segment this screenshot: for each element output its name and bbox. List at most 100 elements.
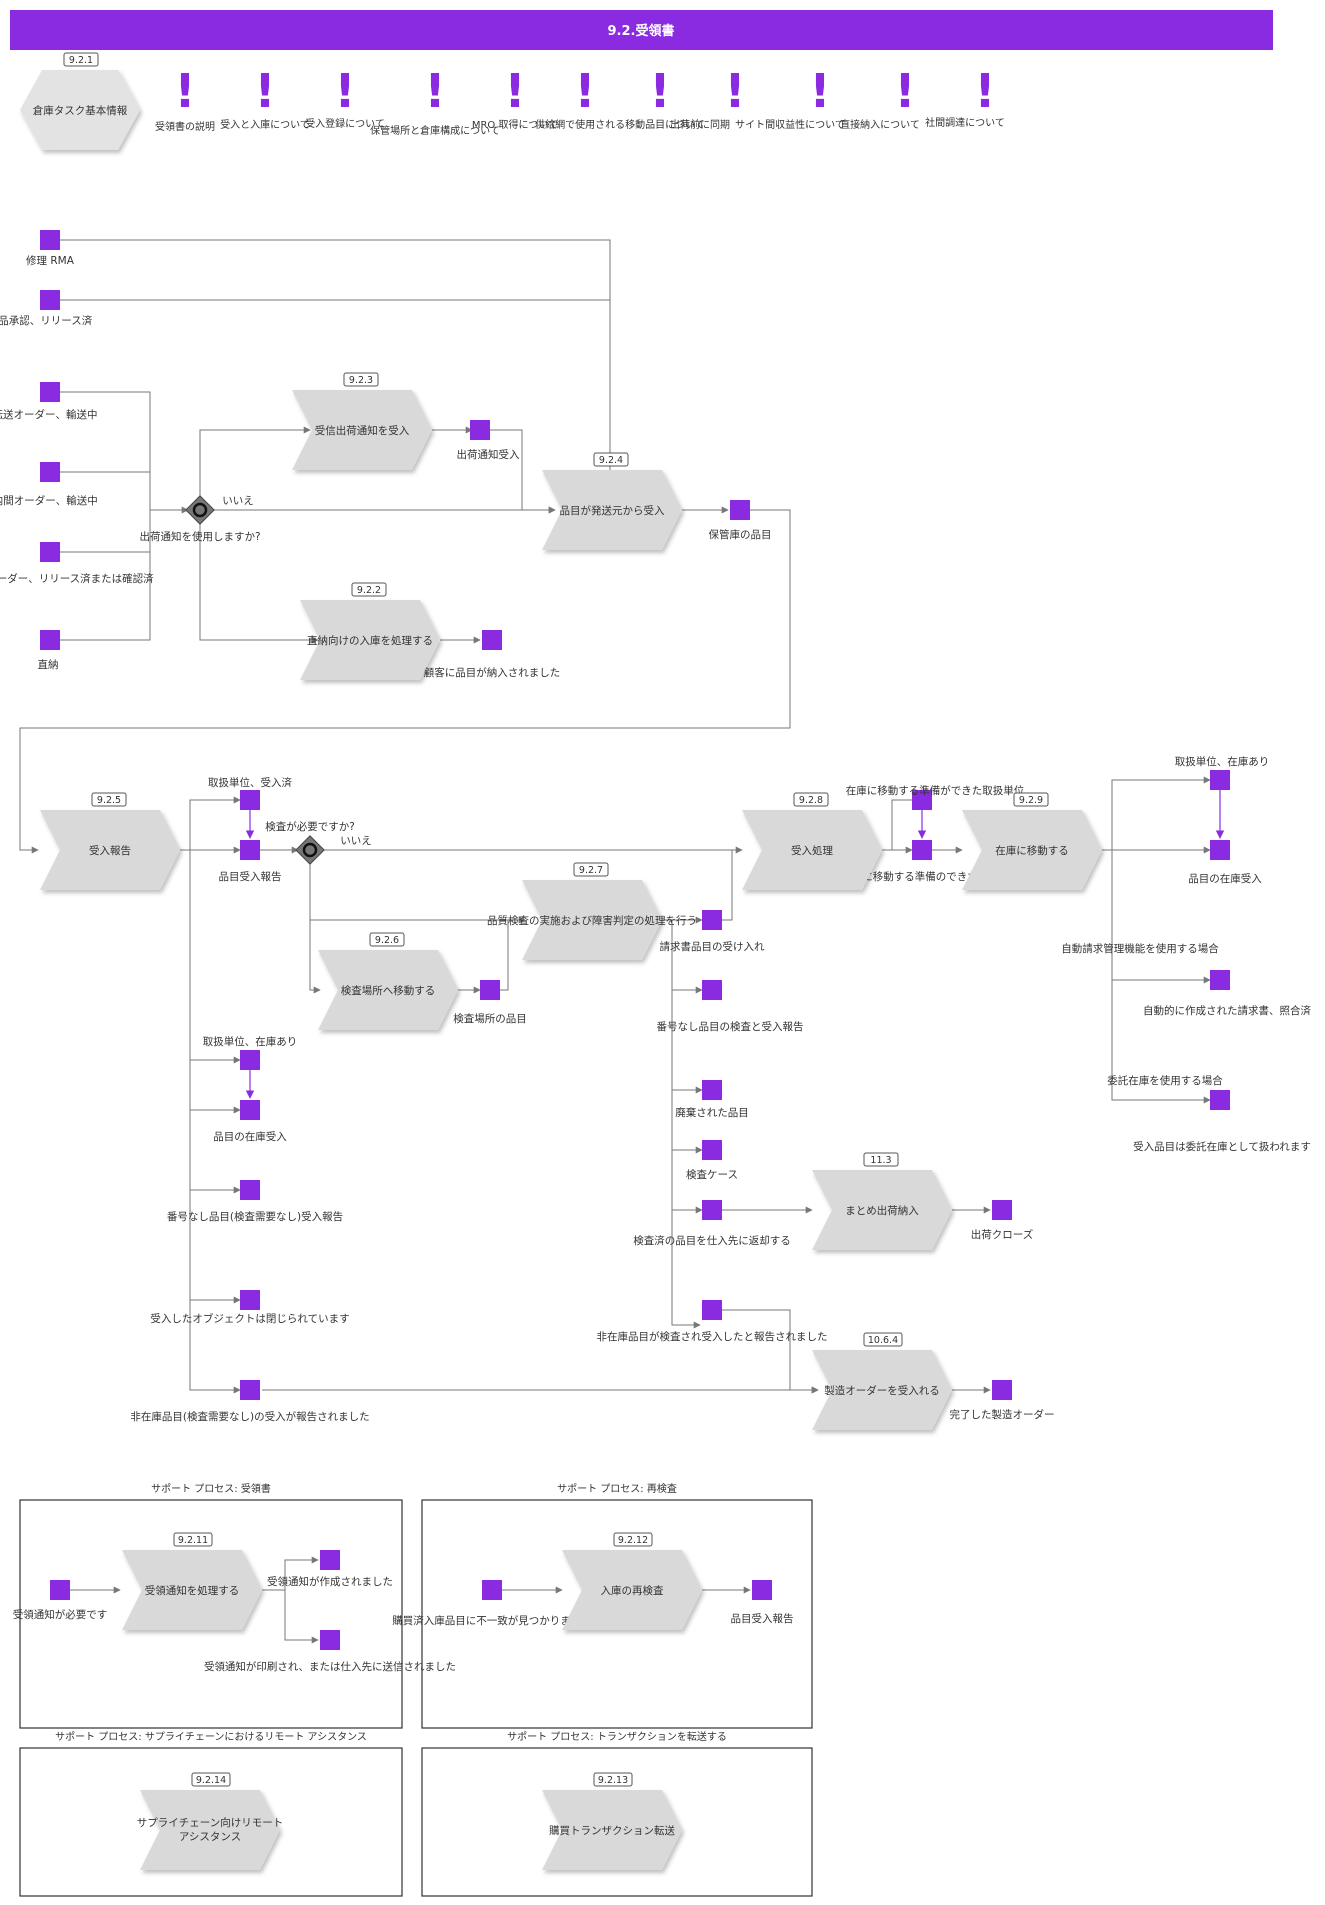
event-square[interactable]	[702, 910, 722, 930]
event-label: 在庫に移動する準備ができた取扱単位	[846, 784, 1025, 797]
event-square[interactable]	[992, 1380, 1012, 1400]
event-label: 修理 RMA	[26, 254, 75, 267]
event-square[interactable]	[240, 1180, 260, 1200]
note-item[interactable]: !MRO 取得について	[472, 64, 558, 131]
step-9-2-4[interactable]: 9.2.4 品目が発送元から受入	[542, 452, 682, 550]
note-item[interactable]: !	[975, 64, 996, 118]
step-badge: 9.2.9	[1019, 795, 1043, 806]
connectors-purple	[245, 790, 1225, 1099]
step-9-2-2[interactable]: 9.2.2 直納向けの入庫を処理する	[300, 582, 440, 680]
event-label: 購買済入庫品目に不一致が見つかりました	[392, 1614, 592, 1627]
step-9-2-11[interactable]: 9.2.11 受領通知を処理する	[122, 1532, 262, 1630]
event-label: 番号なし品目の検査と受入報告	[657, 1020, 804, 1033]
note-label: 受入登録について	[305, 117, 385, 130]
event-square[interactable]	[912, 840, 932, 860]
event-label: 在庫に移動する準備のできた品目	[841, 870, 999, 883]
step-9-2-8[interactable]: 9.2.8 受入処理	[742, 792, 882, 890]
event-label: 自動的に作成された請求書、照合済	[1143, 1004, 1311, 1017]
event-label: 取扱単位、受入済	[208, 776, 292, 789]
event-square[interactable]	[40, 382, 60, 402]
event-square[interactable]	[702, 1080, 722, 1100]
gateway-asn[interactable]: 出荷通知を使用しますか? いいえ	[139, 495, 260, 543]
event-label: 非在庫品目(検査需要なし)の受入が報告されました	[130, 1410, 369, 1423]
note-item[interactable]: !受入と入庫について	[220, 64, 310, 131]
event-square[interactable]	[40, 290, 60, 310]
step-9-2-6[interactable]: 9.2.6 検査場所へ移動する	[318, 932, 458, 1030]
connectors-middle	[180, 776, 1211, 1394]
support-transfer-box: 9.2.13 購買トランザクション転送	[421, 1747, 813, 1897]
event-square[interactable]	[240, 790, 260, 810]
events: 修理 RMA 返品承認、リリース済 転送オーダー、輸送中 社内間オーダー、輸送中…	[0, 230, 1311, 1423]
event-square[interactable]	[240, 1100, 260, 1120]
event-square[interactable]	[470, 420, 490, 440]
event-label: 取扱単位、在庫あり	[1175, 755, 1270, 768]
group-title: サポート プロセス: サプライチェーンにおけるリモート アシスタンス	[55, 1731, 367, 1743]
event-label: 検査済の品目を仕入先に返却する	[633, 1234, 791, 1247]
event-square[interactable]	[40, 542, 60, 562]
step-9-2-9[interactable]: 9.2.9 在庫に移動する	[962, 792, 1102, 890]
note-item[interactable]: !受領書の説明	[155, 64, 215, 133]
event-square[interactable]	[320, 1630, 340, 1650]
gateway-inspection[interactable]: 検査が必要ですか? いいえ	[265, 820, 372, 865]
event-label: 社内間オーダー、輸送中	[0, 494, 98, 507]
event-square[interactable]	[1210, 970, 1230, 990]
event-square[interactable]	[702, 1300, 722, 1320]
event-square[interactable]	[730, 500, 750, 520]
note-item[interactable]: !社間調達について	[895, 64, 1005, 129]
step-9-2-5[interactable]: 9.2.5 受入報告	[40, 792, 180, 890]
event-label: 委託在庫を使用する場合	[1107, 1074, 1223, 1087]
event-square[interactable]	[702, 1140, 722, 1160]
event-label: 出荷クローズ	[971, 1228, 1033, 1241]
step-badge: 9.2.11	[178, 1535, 208, 1546]
step-9-2-12[interactable]: 9.2.12 入庫の再検査	[562, 1532, 702, 1630]
event-square[interactable]	[752, 1580, 772, 1600]
note-item[interactable]: !サイト間収益性について	[725, 64, 845, 131]
event-square[interactable]	[1210, 770, 1230, 790]
step-11-3[interactable]: 11.3 まとめ出荷納入	[812, 1152, 952, 1250]
event-label: 転送オーダー、輸送中	[0, 408, 97, 421]
event-square[interactable]	[702, 1200, 722, 1220]
event-square[interactable]	[240, 1380, 260, 1400]
event-square[interactable]	[702, 980, 722, 1000]
event-square[interactable]	[240, 840, 260, 860]
event-square[interactable]	[40, 230, 60, 250]
event-square[interactable]	[1210, 1090, 1230, 1110]
event-square[interactable]	[50, 1580, 70, 1600]
step-badge: 9.2.8	[799, 795, 823, 806]
group-title: サポート プロセス: トランザクションを転送する	[507, 1730, 727, 1743]
event-square[interactable]	[1210, 840, 1230, 860]
note-item[interactable]: !供給網で使用される移動品目について	[535, 64, 705, 131]
event-label: 請求書品目の受け入れ	[660, 940, 765, 953]
event-square[interactable]	[40, 630, 60, 650]
step-9-2-7[interactable]: 9.2.7 品質検査の実施および障害判定の処理を行う	[487, 862, 697, 960]
event-label: 受入したオブジェクトは閉じられています	[150, 1312, 349, 1325]
step-9-2-13[interactable]: 9.2.13 購買トランザクション転送	[542, 1772, 682, 1870]
warehouse-info[interactable]: 9.2.1 倉庫タスク基本情報	[20, 52, 140, 150]
step-badge: 9.2.5	[97, 795, 121, 806]
step-label: 検査場所へ移動する	[341, 984, 436, 997]
step-9-2-14[interactable]: 9.2.14 サプライチェーン向けリモート アシスタンス	[137, 1772, 283, 1870]
event-label: 保管庫の品目	[709, 528, 772, 541]
event-square[interactable]	[482, 1580, 502, 1600]
event-square[interactable]	[482, 630, 502, 650]
event-square[interactable]	[240, 1290, 260, 1310]
event-square[interactable]	[320, 1550, 340, 1570]
event-square[interactable]	[40, 462, 60, 482]
support-receipt-box: サポート プロセス: 受領書 受領通知が必要です 9.2.11 受領通知を処理す…	[13, 1482, 456, 1743]
event-square[interactable]	[992, 1200, 1012, 1220]
event-label: 出荷通知受入	[457, 448, 520, 461]
step-10-6-4[interactable]: 10.6.4 製造オーダーを受入れる	[812, 1332, 952, 1430]
event-square[interactable]	[912, 790, 932, 810]
exclamation-icon: !	[650, 64, 671, 118]
step-9-2-3[interactable]: 9.2.3 受信出荷通知を受入	[292, 372, 432, 470]
note-item[interactable]: !直接納入について	[810, 64, 920, 131]
note-item[interactable]: !受入登録について	[305, 64, 385, 130]
event-square[interactable]	[480, 980, 500, 1000]
event-square[interactable]	[240, 1050, 260, 1070]
event-label: 顧客に品目が納入されました	[424, 666, 561, 679]
step-badge: 9.2.2	[357, 585, 381, 596]
note-item[interactable]: !出荷前に同期	[650, 64, 730, 131]
support-recheck-box: サポート プロセス: 再検査 購買済入庫品目に不一致が見つかりました 9.2.1…	[392, 1482, 813, 1743]
exclamation-icon: !	[725, 64, 746, 118]
note-item[interactable]: !保管場所と倉庫構成について	[370, 64, 500, 137]
